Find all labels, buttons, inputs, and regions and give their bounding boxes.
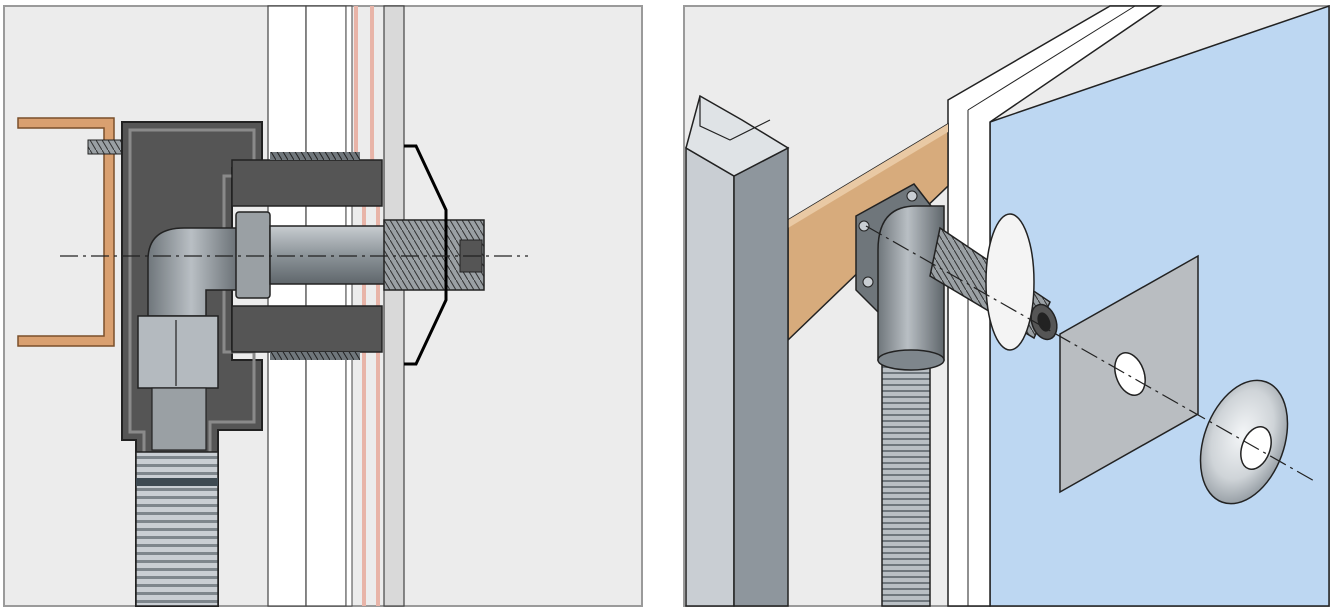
steel-profile <box>685 94 790 607</box>
corrugated-conduit <box>135 451 219 607</box>
board-edge <box>947 5 1163 607</box>
center-axis-right <box>865 225 1317 483</box>
elbow-fitting <box>137 227 245 451</box>
elbow-body <box>877 205 945 371</box>
sealing-plate-hole <box>1114 352 1146 396</box>
rosette-section <box>404 144 448 366</box>
exploded-view-panel <box>683 4 1330 607</box>
conduit-band <box>136 478 218 486</box>
section-view-panel <box>3 5 643 607</box>
wall-opening <box>985 213 1035 351</box>
threaded-sleeve <box>231 152 383 360</box>
union-nut <box>235 211 271 299</box>
conduit-vertical <box>881 355 931 607</box>
outlet-pipe <box>269 219 485 291</box>
